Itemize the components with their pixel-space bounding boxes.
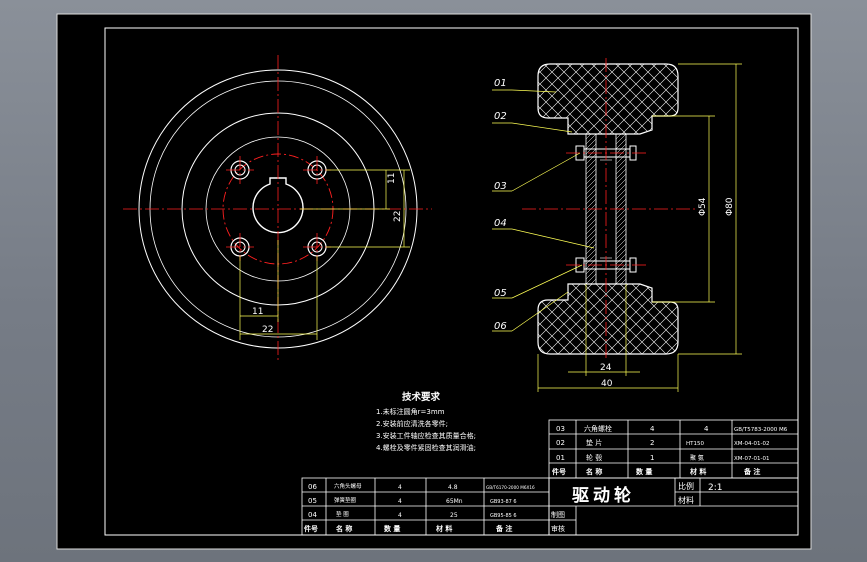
- header-material: 材 料: [689, 467, 706, 476]
- scale-value: 2:1: [708, 483, 722, 493]
- header-qty: 数 量: [636, 467, 652, 476]
- part-remark: GB95-85 6: [490, 513, 517, 519]
- part-name: 垫 片: [586, 438, 602, 447]
- callout-leaders: [492, 89, 595, 332]
- material-label: 材料: [678, 495, 694, 505]
- part-no: 06: [308, 483, 317, 491]
- dim-bolt-vertical: 22: [393, 211, 403, 222]
- dim-key-height: 11: [387, 173, 397, 184]
- part-name: 弹簧垫圈: [334, 496, 357, 504]
- lower-tyre: [537, 283, 679, 355]
- part-qty: 4: [398, 484, 402, 491]
- header-remark: 备 注: [495, 524, 512, 533]
- bore-with-keyway: [252, 177, 304, 234]
- section-dimension-lines: [537, 63, 742, 392]
- dim-total-width: 40: [601, 379, 613, 389]
- part-qty: 4: [398, 512, 402, 519]
- part-name: 轮 毂: [586, 453, 602, 462]
- part-qty2: 4: [704, 425, 709, 433]
- part-material: 聚 氨: [690, 454, 704, 462]
- scale-label: 比例: [678, 481, 694, 491]
- part-name: 垫 圈: [336, 510, 349, 518]
- front-dimension-lines: [239, 169, 410, 340]
- front-view: 11 22 11 22: [123, 55, 432, 362]
- tech-notes-title: 技术要求: [402, 391, 441, 403]
- part-qty: 4: [650, 425, 655, 433]
- part-no: 01: [556, 454, 565, 462]
- part-std: GB/T5783-2000 M6: [734, 427, 788, 433]
- dim-key-width: 11: [252, 307, 263, 317]
- part-name: 六角头螺母: [334, 482, 362, 490]
- header-name: 名 称: [336, 524, 352, 533]
- part-remark: XM-07-01-01: [734, 456, 769, 462]
- tech-notes: 技术要求 1.未标注圆角r=3mm 2.安装前应清洗各零件; 3.安装工件轴应检…: [376, 391, 476, 452]
- part-qty: 4: [398, 498, 402, 505]
- part-remark: GB/T6170-2000 M6X16: [486, 485, 535, 490]
- callout-06: 06: [494, 321, 507, 332]
- part-material: 65Mn: [446, 498, 463, 505]
- header-no: 件号: [304, 524, 318, 533]
- header-material: 材 料: [435, 524, 452, 533]
- header-remark: 备 注: [743, 467, 760, 476]
- dim-hub-diameter: Φ54: [698, 197, 708, 216]
- part-remark: XM-04-01-02: [734, 441, 769, 447]
- part-remark: GB93-87 6: [490, 499, 517, 505]
- dim-outer-diameter: Φ80: [725, 197, 735, 216]
- header-qty: 数 量: [384, 524, 400, 533]
- dim-inner-width: 24: [600, 363, 612, 373]
- part-no: 04: [308, 511, 317, 519]
- parts-lower-text: 06 六角头螺母 4 4.8 GB/T6170-2000 M6X16 05 弹簧…: [304, 482, 535, 533]
- drawing-name: 驱动轮: [572, 485, 635, 506]
- section-view: Φ54 Φ80 24 40 01 02 03 04 05 06: [492, 58, 742, 392]
- part-no: 02: [556, 439, 565, 447]
- checked-label: 审核: [551, 524, 565, 533]
- title-block-text: 驱动轮 比例 2:1 材料 制图 审核: [551, 481, 722, 533]
- upper-tyre: [537, 63, 679, 135]
- title-block: [548, 477, 799, 536]
- part-no: 03: [556, 425, 565, 433]
- drawn-label: 制图: [551, 510, 565, 519]
- parts-upper-text: 03 六角螺栓 4 4 GB/T5783-2000 M6 02 垫 片 2 HT…: [552, 424, 788, 476]
- part-material: 25: [450, 512, 458, 519]
- tech-note-line: 2.安装前应清洗各零件;: [376, 419, 448, 428]
- callout-05: 05: [494, 288, 507, 299]
- header-no: 件号: [552, 467, 566, 476]
- tech-note-line: 3.安装工件轴应检查其质量合格;: [376, 431, 476, 440]
- part-qty: 1: [650, 454, 654, 462]
- callout-03: 03: [494, 181, 507, 192]
- callout-02: 02: [494, 111, 507, 122]
- tech-note-line: 4.螺栓及零件紧固检查其润滑油;: [376, 443, 476, 452]
- callout-04: 04: [494, 218, 507, 229]
- dim-bolt-horizontal: 22: [262, 325, 273, 335]
- tech-note-line: 1.未标注圆角r=3mm: [376, 407, 445, 416]
- part-qty: 2: [650, 439, 654, 447]
- part-no: 05: [308, 497, 317, 505]
- header-name: 名 称: [586, 467, 602, 476]
- part-material: 4.8: [448, 484, 458, 491]
- part-name: 六角螺栓: [584, 424, 612, 433]
- drawing-sheet: [56, 13, 812, 550]
- part-material: HT150: [686, 441, 704, 447]
- callout-01: 01: [494, 78, 507, 89]
